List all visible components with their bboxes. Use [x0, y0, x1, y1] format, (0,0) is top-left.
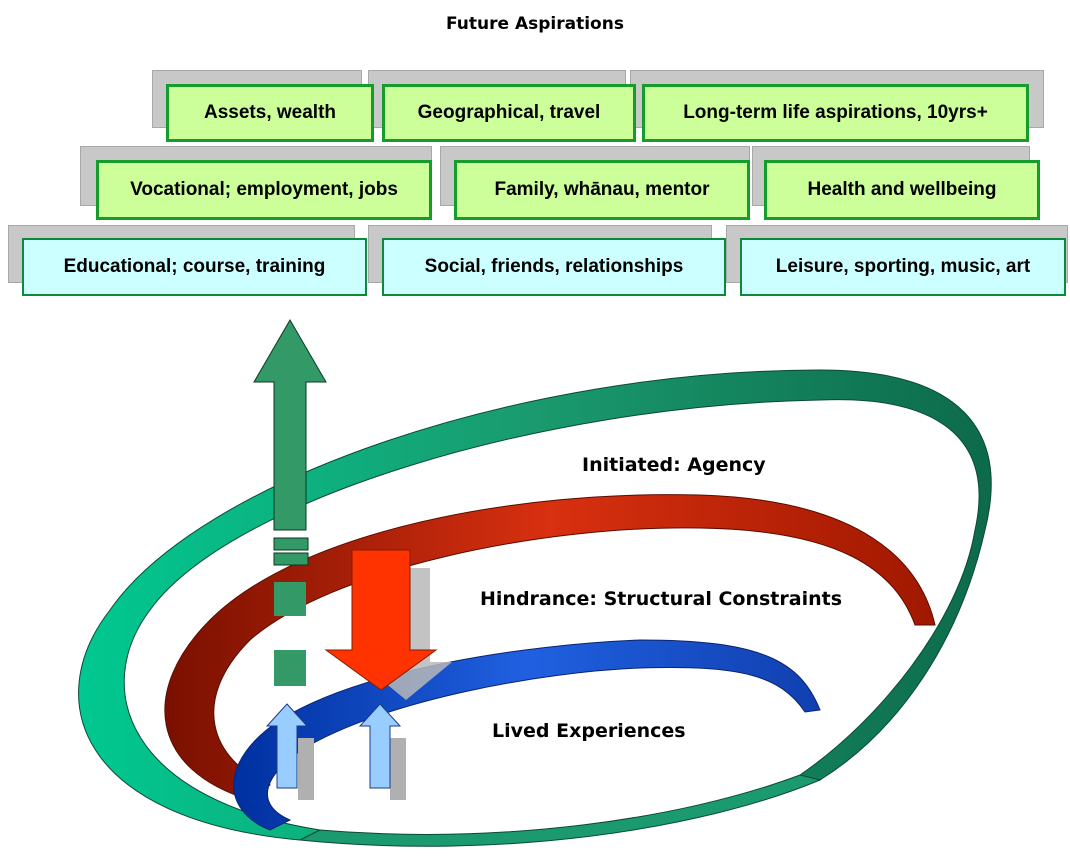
lived-up-arrow-right — [358, 703, 402, 789]
aspiration-label: Family, whānau, mentor — [494, 179, 710, 200]
aspiration-label: Assets, wealth — [204, 102, 336, 123]
aspiration-box-health: Health and wellbeing — [764, 160, 1040, 220]
small-arrow-shadow — [390, 738, 406, 800]
aspiration-box-long-term: Long-term life aspirations, 10yrs+ — [642, 84, 1029, 142]
aspiration-label: Long-term life aspirations, 10yrs+ — [683, 102, 988, 123]
aspiration-label: Educational; course, training — [63, 256, 326, 277]
agency-arrow-segment — [273, 552, 309, 566]
agency-arrow-segment — [274, 582, 306, 616]
diagram-title: Future Aspirations — [446, 14, 624, 34]
aspiration-label: Vocational; employment, jobs — [130, 179, 398, 200]
lived-experiences-label: Lived Experiences — [492, 720, 686, 742]
aspiration-box-leisure: Leisure, sporting, music, art — [740, 238, 1066, 296]
agency-label: Initiated: Agency — [582, 454, 766, 476]
agency-arrow-segment — [273, 537, 309, 551]
hindrance-label: Hindrance: Structural Constraints — [480, 588, 843, 610]
constraint-down-arrow — [324, 549, 438, 691]
aspiration-box-social: Social, friends, relationships — [382, 238, 726, 296]
aspiration-box-vocational: Vocational; employment, jobs — [96, 160, 432, 220]
agency-arrow-segment — [274, 650, 306, 686]
aspiration-box-educational: Educational; course, training — [22, 238, 367, 296]
small-arrow-shadow — [298, 738, 314, 800]
agency-up-arrow — [253, 319, 327, 531]
agency-ring-tail — [298, 774, 822, 847]
aspiration-label: Leisure, sporting, music, art — [775, 256, 1031, 277]
aspiration-box-family: Family, whānau, mentor — [454, 160, 750, 220]
aspiration-box-geographical: Geographical, travel — [382, 84, 636, 142]
aspiration-label: Health and wellbeing — [807, 179, 997, 200]
lived-up-arrow-left — [265, 703, 309, 789]
aspiration-box-assets: Assets, wealth — [166, 84, 374, 142]
aspiration-label: Geographical, travel — [417, 102, 601, 123]
aspiration-label: Social, friends, relationships — [424, 256, 684, 277]
